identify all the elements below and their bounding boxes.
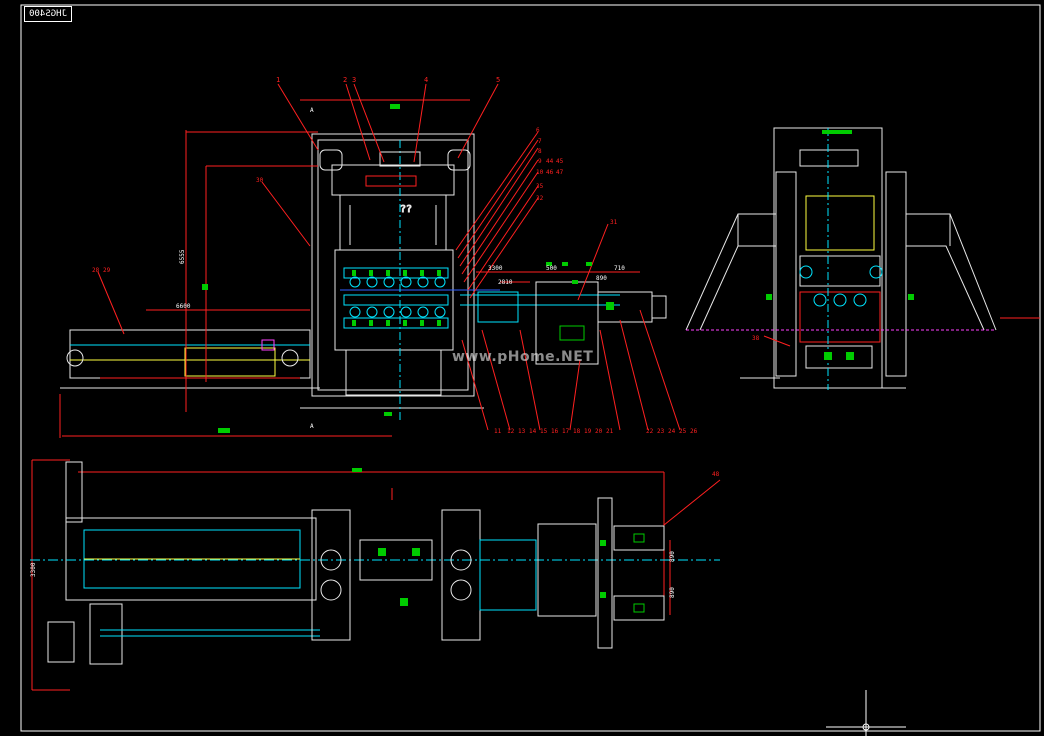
entry-roller-table — [60, 329, 320, 389]
view-marker: ?? — [400, 204, 412, 215]
part-numbers-top: 1 2 3 4 5 — [276, 76, 500, 84]
plan-dimension-lines — [31, 459, 721, 691]
exit-unit — [477, 281, 667, 365]
side-green-marks — [766, 130, 914, 360]
part-numbers-bottom: 11 12 13 14 15 16 17 18 19 20 21 22 23 2… — [494, 428, 698, 435]
side-cyan-parts — [799, 128, 883, 390]
part-number: 35 — [536, 183, 544, 190]
axis-marker — [826, 690, 906, 736]
dimension-value: 890 — [669, 551, 676, 562]
part-number: 20 — [595, 428, 603, 435]
part-number: 15 — [540, 428, 548, 435]
part-number: 23 — [657, 428, 665, 435]
part-number: 48 — [712, 471, 720, 478]
part-number: 5 — [496, 76, 500, 84]
section-mark: A — [310, 107, 314, 114]
frame-label: JHGS400 — [24, 6, 72, 22]
main-housing — [300, 133, 484, 409]
dimension-value: 500 — [546, 265, 557, 272]
part-number: 26 — [690, 428, 698, 435]
part-number: 11 — [494, 428, 502, 435]
leader-lines — [97, 83, 681, 431]
part-number: 18 — [573, 428, 581, 435]
part-number: 38 — [752, 335, 760, 342]
plan-green-marks — [352, 468, 645, 613]
side-leader — [763, 335, 791, 347]
part-numbers-right: 6 7 8 9 44 45 10 46 47 35 32 — [536, 127, 564, 202]
part-number: 9 — [538, 158, 542, 165]
part-number: 6 — [536, 127, 540, 134]
drawing-border — [20, 4, 1041, 732]
plan-view: 48 3300 890 890 — [30, 459, 721, 691]
part-number: 21 — [606, 428, 614, 435]
part-number: 1 — [276, 76, 280, 84]
dimension-value: 2810 — [498, 279, 513, 286]
part-number: 8 — [538, 148, 542, 155]
dimension-value: 6555 — [179, 249, 186, 264]
part-number: 47 — [556, 169, 564, 176]
part-number: 25 — [679, 428, 687, 435]
dimension-boxes — [202, 104, 592, 433]
part-number: 31 — [610, 219, 618, 226]
plan-stands — [311, 497, 665, 649]
watermark: www.pHome.NET — [452, 349, 594, 365]
dimension-value: 890 — [596, 275, 607, 282]
part-number: 14 — [529, 428, 537, 435]
section-marks: A A — [310, 107, 314, 430]
part-number: 19 — [584, 428, 592, 435]
part-number: 29 — [103, 267, 111, 274]
part-number: 10 — [536, 169, 544, 176]
part-number: 7 — [538, 138, 542, 145]
dimension-value: 3300 — [488, 265, 503, 272]
plan-table — [30, 461, 720, 665]
part-numbers-left: 30 28 29 31 — [92, 177, 618, 274]
walkways — [685, 213, 997, 331]
part-number: 45 — [556, 158, 564, 165]
dimension-value: 3300 — [30, 562, 37, 577]
side-view: 38 — [685, 127, 1040, 390]
dimension-value: 6600 — [176, 303, 191, 310]
front-dimensions — [59, 99, 640, 438]
top-drive: ?? — [365, 151, 421, 216]
side-housing — [740, 127, 907, 389]
section-mark: A — [310, 423, 314, 430]
roll-markers — [352, 270, 441, 326]
dimension-value: 710 — [614, 265, 625, 272]
part-number: 32 — [536, 195, 544, 202]
part-number: 2 — [343, 76, 347, 84]
part-number: 12 — [507, 428, 515, 435]
part-number: 30 — [256, 177, 264, 184]
part-number: 24 — [668, 428, 676, 435]
dimension-value: 890 — [669, 587, 676, 598]
part-number: 28 — [92, 267, 100, 274]
part-number: 3 — [352, 76, 356, 84]
roll-stack — [340, 140, 620, 420]
part-number: 4 — [424, 76, 428, 84]
part-number: 22 — [646, 428, 654, 435]
front-view: ?? — [59, 76, 698, 438]
part-number: 46 — [546, 169, 554, 176]
part-number: 44 — [546, 158, 554, 165]
part-number: 16 — [551, 428, 559, 435]
part-number: 13 — [518, 428, 526, 435]
front-dimension-values: 6555 6600 3300 500 710 2810 890 — [176, 249, 625, 310]
part-number: 17 — [562, 428, 570, 435]
